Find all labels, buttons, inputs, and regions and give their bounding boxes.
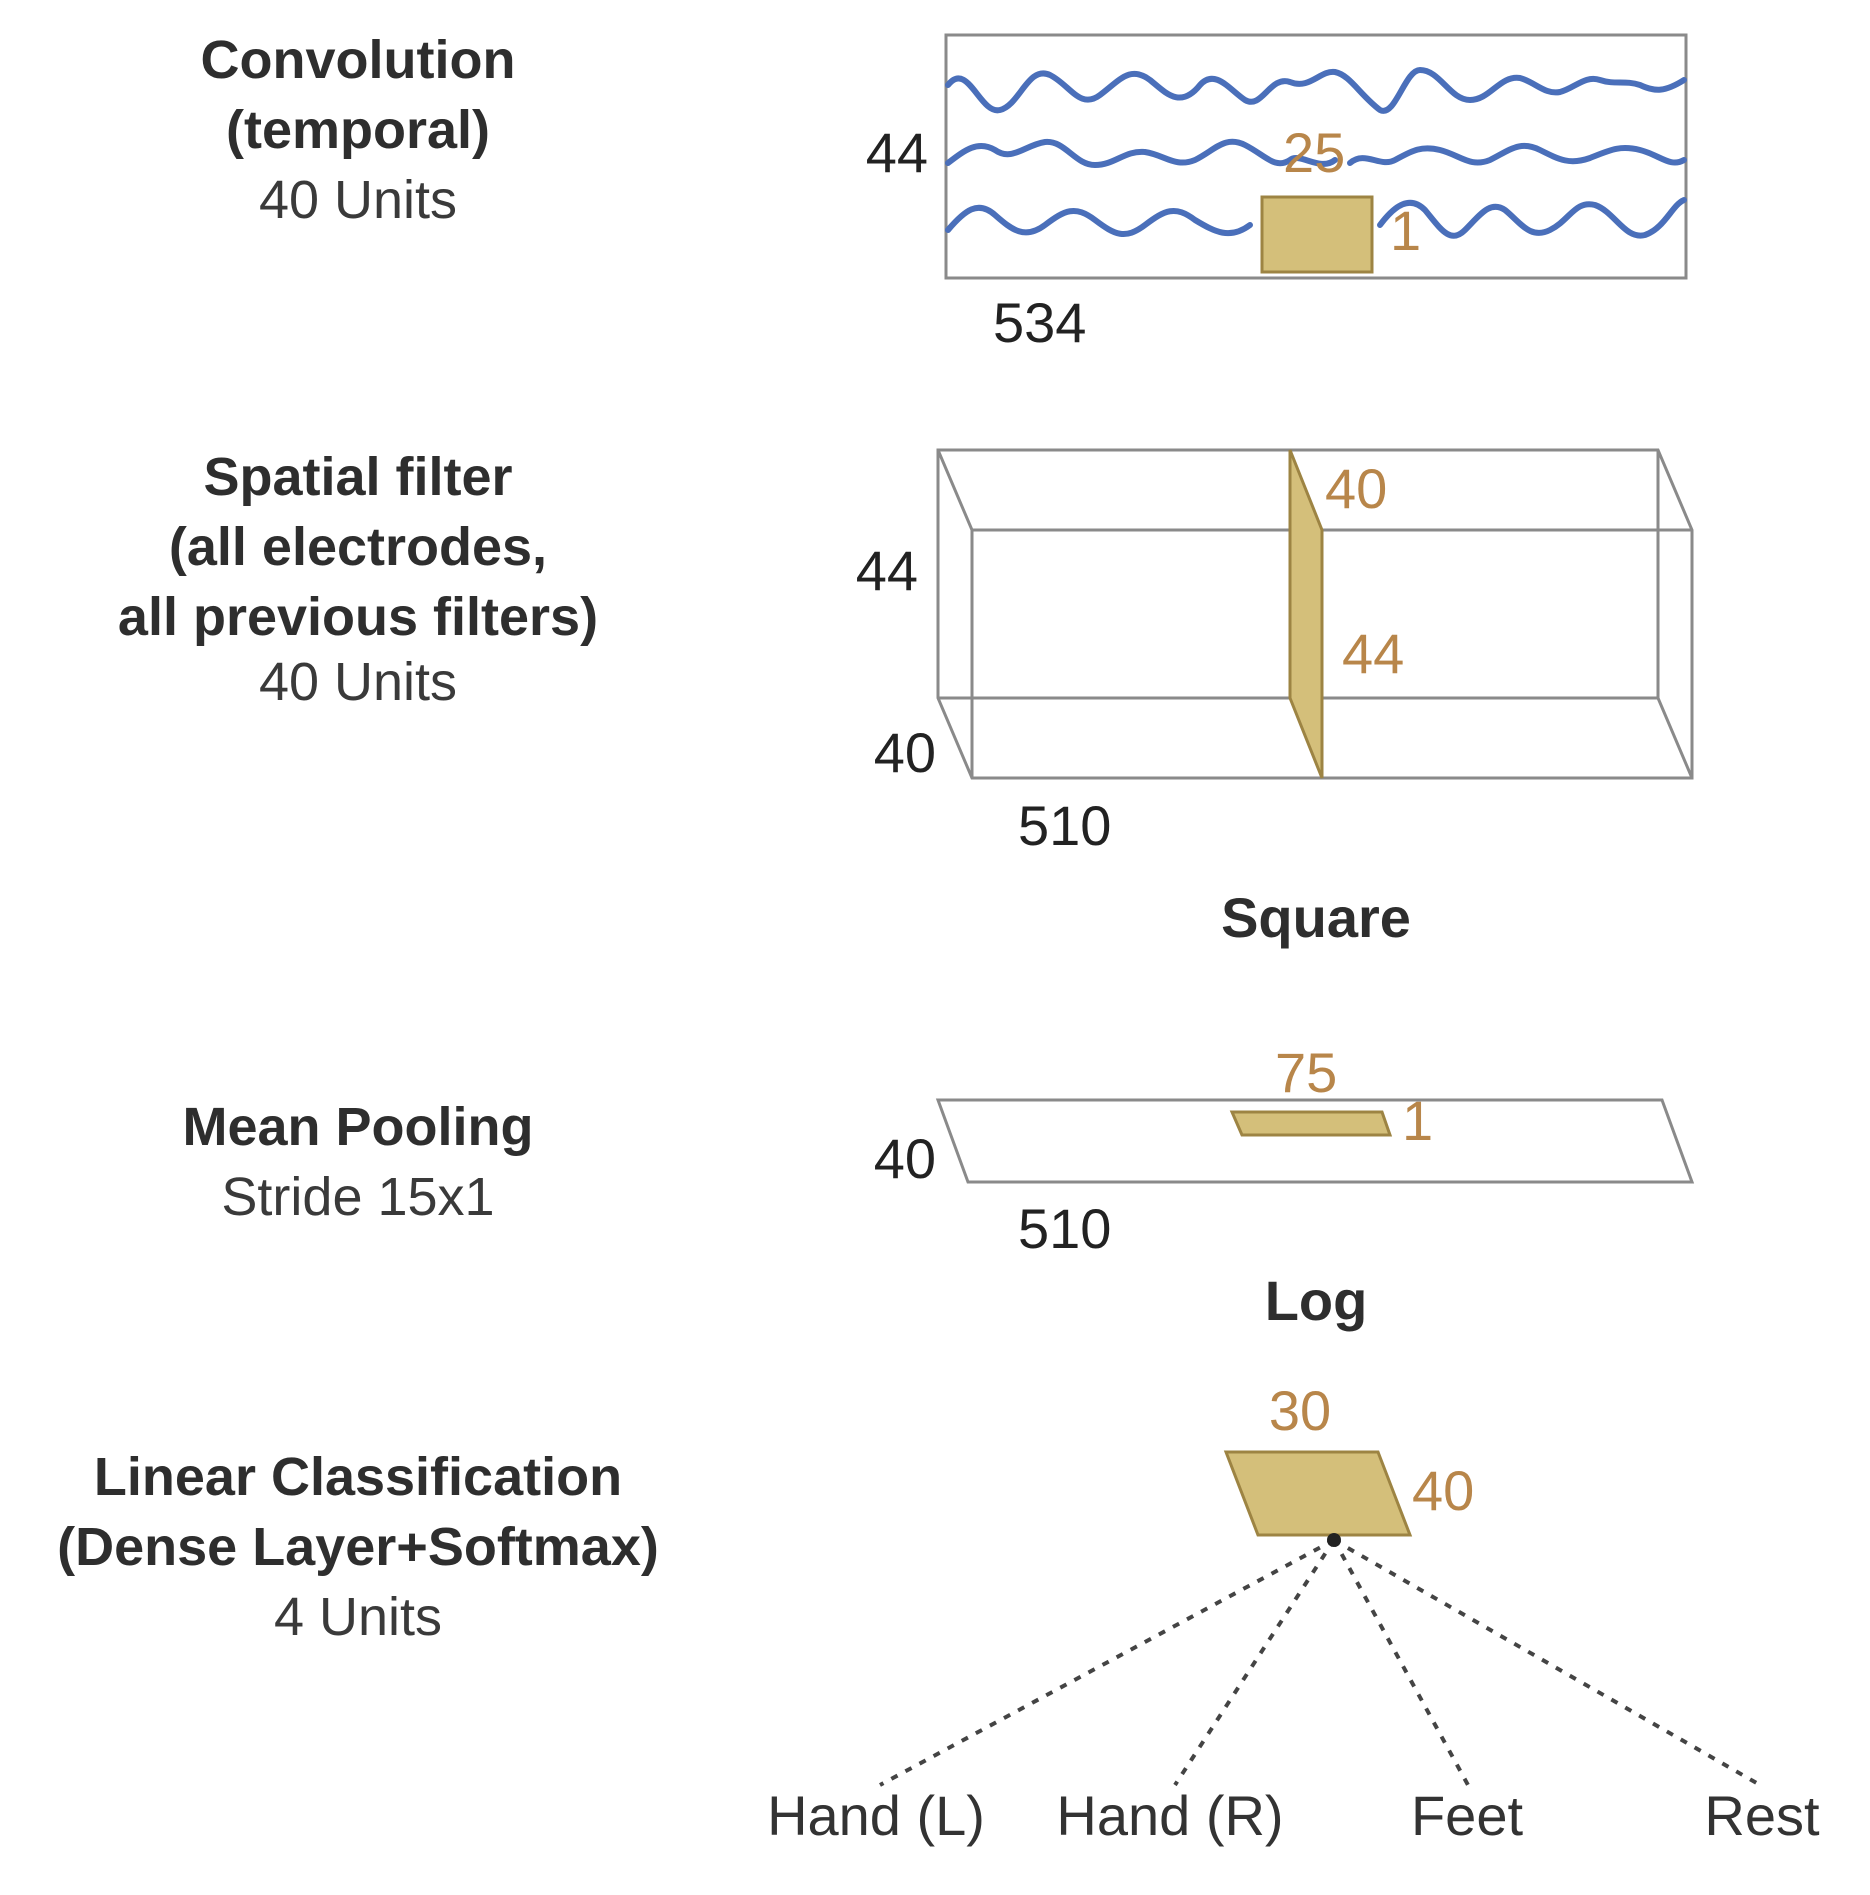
temporal-kernel-length-label: 25 [1283, 121, 1345, 184]
layer-3-name: Mean Pooling [183, 1097, 534, 1157]
layer-2-name-line-2: (all electrodes, [169, 517, 547, 577]
feature-volume-box [936, 448, 1694, 780]
volume-height-label: 44 [856, 539, 918, 602]
layer-4-units: 4 Units [274, 1587, 442, 1647]
pooling-input-plane [935, 1098, 1695, 1184]
log-operation-label: Log [1265, 1269, 1368, 1332]
layer-mean-pooling: Mean Pooling Stride 15x1 40 510 75 1 [183, 1041, 1695, 1260]
class-label-feet: Feet [1411, 1784, 1523, 1847]
layer-convolution-temporal: Convolution (temporal) 40 Units 44 534 2… [201, 30, 1688, 354]
volume-width-label: 510 [1018, 794, 1111, 857]
input-signal-box [944, 33, 1688, 280]
temporal-kernel [1260, 195, 1374, 274]
class-label-rest: Rest [1704, 1784, 1820, 1847]
layer-1-name-line-1: Convolution [201, 30, 516, 90]
pooling-kernel-length-label: 75 [1275, 1041, 1337, 1104]
spatial-kernel [1288, 449, 1324, 779]
layer-2-name-line-1: Spatial filter [203, 447, 512, 507]
temporal-kernel-width-label: 1 [1390, 199, 1421, 262]
connection-rest [1333, 1538, 1761, 1787]
spatial-kernel-height-label: 44 [1342, 622, 1404, 685]
layer-1-units: 40 Units [259, 170, 457, 230]
layer-4-name-line-2: (Dense Layer+Softmax) [57, 1517, 659, 1577]
layer-1-name-line-2: (temporal) [226, 100, 490, 160]
connection-hand-left [879, 1538, 1335, 1787]
connection-hand-right [1173, 1538, 1336, 1787]
input-height-label: 44 [866, 121, 928, 184]
dense-weights-depth-label: 40 [1412, 1459, 1474, 1522]
connection-origin-dot [1327, 1533, 1341, 1547]
class-label-hand-left: Hand (L) [767, 1784, 985, 1847]
spatial-kernel-depth-label: 40 [1325, 457, 1387, 520]
connection-feet [1332, 1539, 1470, 1786]
square-operation-label: Square [1221, 886, 1411, 949]
input-width-label: 534 [993, 291, 1086, 354]
eeg-signal-wave-3 [945, 197, 1687, 239]
class-connections [879, 1538, 1761, 1787]
class-label-hand-right: Hand (R) [1056, 1784, 1283, 1847]
eeg-signal-wave-2 [945, 138, 1687, 168]
pooling-kernel [1229, 1110, 1393, 1137]
pooling-depth-label: 40 [874, 1127, 936, 1190]
volume-depth-label: 40 [874, 721, 936, 784]
pooling-kernel-width-label: 1 [1402, 1089, 1433, 1152]
layer-2-units: 40 Units [259, 652, 457, 712]
layer-2-name-line-3: all previous filters) [118, 587, 598, 647]
eeg-signal-wave-1 [945, 67, 1687, 114]
dense-layer-weights [1223, 1450, 1413, 1537]
layer-3-stride: Stride 15x1 [221, 1167, 494, 1227]
layer-spatial-filter: Spatial filter (all electrodes, all prev… [118, 447, 1694, 857]
layer-linear-classification: Linear Classification (Dense Layer+Softm… [57, 1379, 1820, 1847]
dense-weights-length-label: 30 [1269, 1379, 1331, 1442]
layer-4-name-line-1: Linear Classification [94, 1447, 622, 1507]
pooling-width-label: 510 [1018, 1197, 1111, 1260]
